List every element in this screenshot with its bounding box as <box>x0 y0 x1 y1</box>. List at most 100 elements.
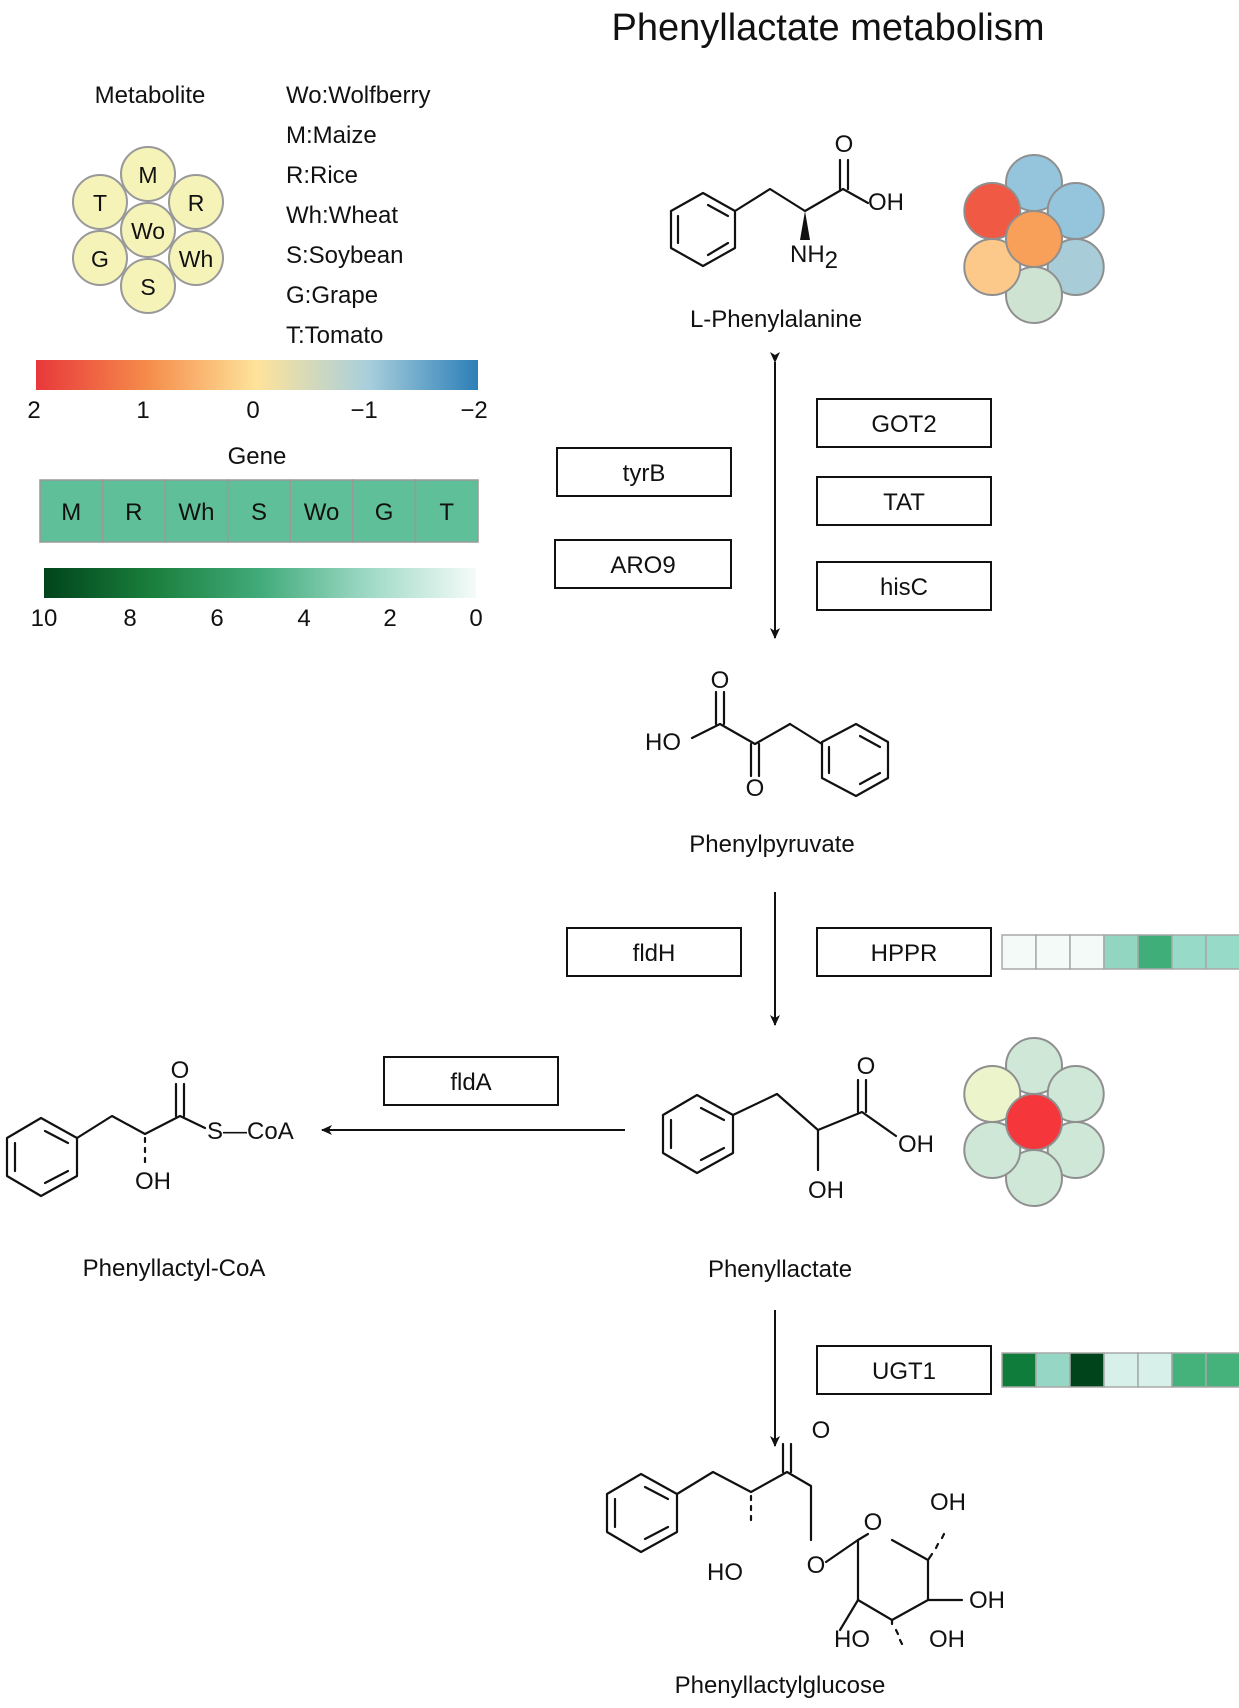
enzyme-label: TAT <box>883 489 925 516</box>
phenyllactylglucose-structure: O O O HO OH OH HO OH <box>605 1417 1005 1653</box>
atom-label-o: O <box>835 131 854 158</box>
atom-label-ho: HO <box>707 1559 743 1586</box>
atom-label-oh: OH <box>868 189 904 216</box>
atom-label-o: O <box>807 1552 826 1579</box>
metabolite-scale-tick: 2 <box>27 397 40 424</box>
gene-scale-tick: 0 <box>469 605 482 632</box>
legend-circle-label-top: M <box>138 162 157 188</box>
gene-bar-label: M <box>61 499 81 526</box>
metabolite-circle-center <box>1005 1093 1063 1151</box>
enzyme-box-tyrB: tyrB <box>556 447 732 497</box>
atom-label-o: O <box>857 1053 876 1080</box>
metabolite-circle-top-left <box>963 182 1022 240</box>
compound-label-phenyllactate: Phenyllactate <box>708 1256 852 1283</box>
atom-label-o: O <box>812 1417 831 1444</box>
enzyme-label: hisC <box>880 574 928 601</box>
atom-label-oh: OH <box>898 1131 934 1158</box>
atom-label-oh: OH <box>135 1168 171 1195</box>
gene-bar-label: Wo <box>304 499 340 526</box>
atom-label-o: O <box>864 1509 883 1536</box>
enzyme-label: fldH <box>633 940 676 967</box>
atom-label-oh: OH <box>930 1489 966 1516</box>
metabolite-circle-bottom-right <box>1046 1121 1105 1179</box>
metabolite-circle-top-left <box>963 1065 1022 1123</box>
gene-legend-label: Gene <box>228 443 287 470</box>
atom-label-oh: OH <box>969 1587 1005 1614</box>
compound-label-l-phenylalanine: L-Phenylalanine <box>690 306 862 333</box>
enzyme-box-ARO9: ARO9 <box>554 539 732 589</box>
abbreviation-item: G:Grape <box>286 282 378 309</box>
compound-label-phenylpyruvate: Phenylpyruvate <box>689 831 854 858</box>
gene-bar-cell <box>289 479 354 543</box>
abbreviation-item: M:Maize <box>286 122 377 149</box>
atom-label-oh: OH <box>808 1177 844 1204</box>
compound-label-phenyllactylglucose: Phenyllactylglucose <box>675 1672 886 1699</box>
gene-scale-tick: 6 <box>210 605 223 632</box>
enzyme-label: ARO9 <box>610 552 675 579</box>
l-phenylalanine-structure: O OH NH2 <box>669 131 904 274</box>
enzyme-label: GOT2 <box>871 411 936 438</box>
gene-bar-cell <box>164 479 229 543</box>
gene-bar-label: R <box>125 499 142 526</box>
atom-label-oh: OH <box>929 1626 965 1653</box>
phenyllactate-structure: O OH OH <box>661 1053 934 1204</box>
expression-cell <box>1069 934 1105 970</box>
gene-bar-label: G <box>375 499 394 526</box>
enzyme-box-HPPR: HPPR <box>816 927 992 977</box>
expression-cell <box>1171 934 1207 970</box>
expression-cell <box>1001 934 1037 970</box>
compound-label-phenyllactyl-coa: Phenyllactyl-CoA <box>83 1255 266 1282</box>
expression-cell <box>1035 1352 1071 1388</box>
legend-circle-label-top-left: T <box>93 190 107 216</box>
gene-scale-tick: 2 <box>383 605 396 632</box>
gene-bar-cell <box>352 479 417 543</box>
atom-label-s-coa: S—CoA <box>207 1118 294 1145</box>
enzyme-box-GOT2: GOT2 <box>816 398 992 448</box>
enzyme-box-UGT1: UGT1 <box>816 1345 992 1395</box>
legend-circle-label-bottom-left: G <box>91 246 109 272</box>
expression-cell <box>1137 1352 1173 1388</box>
atom-label-ho: HO <box>645 729 681 756</box>
metabolite-circle-center <box>1005 210 1063 268</box>
atom-label-o: O <box>711 667 730 694</box>
atom-label-ho: HO <box>834 1626 870 1653</box>
enzyme-label: HPPR <box>871 940 938 967</box>
metabolite-circles-phenyllactate <box>963 1037 1105 1207</box>
expression-cell <box>1171 1352 1207 1388</box>
gene-scale-tick: 4 <box>297 605 310 632</box>
enzyme-box-fldH: fldH <box>566 927 742 977</box>
gene-bar-label: Wh <box>178 499 214 526</box>
expression-cell <box>1069 1352 1105 1388</box>
gene-expression-strip-UGT1 <box>1001 1352 1239 1388</box>
expression-cell <box>1103 934 1139 970</box>
abbreviation-item: S:Soybean <box>286 242 403 269</box>
legend-circle-label-bottom: S <box>140 274 155 300</box>
metabolite-circle-bottom-right <box>1046 238 1105 296</box>
metabolite-scale-tick: −2 <box>460 397 487 424</box>
metabolite-scale-tick: 1 <box>136 397 149 424</box>
metabolite-scale-tick: −1 <box>350 397 377 424</box>
expression-cell <box>1103 1352 1139 1388</box>
enzyme-box-hisC: hisC <box>816 561 992 611</box>
metabolite-legend-label: Metabolite <box>95 82 206 109</box>
enzyme-box-TAT: TAT <box>816 476 992 526</box>
atom-label-nh2: NH2 <box>790 241 838 274</box>
phenyllactyl-coa-structure: O S—CoA OH <box>5 1057 294 1198</box>
metabolite-circles-l-phenylalanine <box>963 154 1105 324</box>
legend-circle-top <box>120 146 176 202</box>
species-abbreviation-list: Wo:Wolfberry M:Maize R:Rice Wh:Wheat S:S… <box>286 82 430 349</box>
legend-circle-bottom-left <box>72 230 128 286</box>
enzyme-label: tyrB <box>623 460 666 487</box>
abbreviation-item: R:Rice <box>286 162 358 189</box>
legend-circle-top-left <box>72 174 128 230</box>
expression-cell <box>1205 934 1239 970</box>
abbreviation-item: Wh:Wheat <box>286 202 398 229</box>
gene-bar-label: T <box>439 499 454 526</box>
metabolite-scale-tick: 0 <box>246 397 259 424</box>
legend-circle-cluster <box>72 146 224 314</box>
gene-bar-cell <box>226 479 292 543</box>
enzyme-label: UGT1 <box>872 1358 936 1385</box>
legend-circle-bottom <box>120 258 176 314</box>
expression-cell <box>1137 934 1173 970</box>
